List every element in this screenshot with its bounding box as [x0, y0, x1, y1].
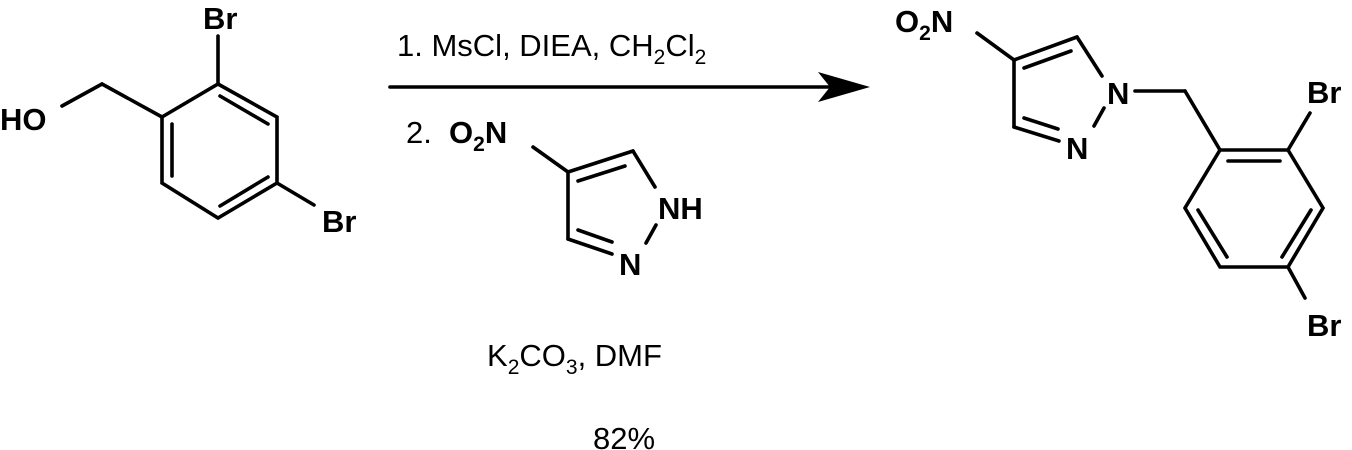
nitro-label: O2N	[449, 115, 507, 156]
bond-br-ortho	[1286, 111, 1312, 152]
bond-oh	[60, 82, 104, 108]
bond-c4-c5	[566, 149, 635, 174]
base-conditions: K2CO3, DMF	[487, 338, 662, 379]
n1-label: N	[1107, 76, 1129, 111]
double-bond	[1280, 208, 1313, 259]
hydroxyl-label: HO	[0, 102, 47, 137]
n2-label: N	[1066, 131, 1088, 166]
step2-prefix: 2.	[406, 115, 432, 150]
double-bond	[576, 164, 627, 183]
step1-conditions: 1. MsCl, DIEA, CH2Cl2	[397, 28, 706, 69]
product-br-para-label: Br	[1307, 308, 1341, 343]
br-para-label: Br	[322, 204, 356, 239]
arrow-head	[818, 72, 870, 102]
bond-c4-c5	[1012, 35, 1079, 62]
yield-label: 82%	[593, 421, 655, 450]
product-br-ortho-label: Br	[1307, 75, 1341, 110]
bond-c5-n1	[1075, 35, 1104, 78]
bond-br-para	[275, 181, 316, 207]
bond-c3-n2	[1012, 125, 1061, 143]
bond-n1-n2	[1092, 106, 1106, 128]
double-bond	[218, 175, 270, 208]
n-label: N	[619, 247, 641, 282]
bond-ch2-ring	[1183, 89, 1222, 152]
product-molecule: O2N N N Br Br	[895, 4, 1341, 343]
benzene-ring	[160, 81, 279, 221]
nh-label: NH	[658, 191, 703, 226]
bond-c5-n1	[631, 149, 657, 189]
reaction-arrow	[388, 72, 870, 102]
double-bond	[1022, 116, 1060, 131]
bond-ch2	[100, 82, 164, 119]
double-bond	[576, 228, 614, 244]
bond-n1-n2	[644, 223, 658, 245]
reactant-molecule: HO Br Br	[0, 1, 356, 239]
bond-c3-n2	[566, 237, 614, 256]
product-nitro-label: O2N	[895, 4, 953, 45]
double-bond	[1022, 49, 1073, 70]
double-bond	[1196, 208, 1229, 259]
benzene-ring	[1182, 148, 1326, 269]
bond-nitro	[975, 31, 1016, 62]
br-ortho-label: Br	[203, 1, 237, 36]
step2-reagent: 2. O2N NH N	[406, 115, 703, 282]
bond-nitro	[531, 145, 570, 174]
double-bond	[218, 94, 270, 126]
bond-br-para	[1286, 265, 1307, 300]
